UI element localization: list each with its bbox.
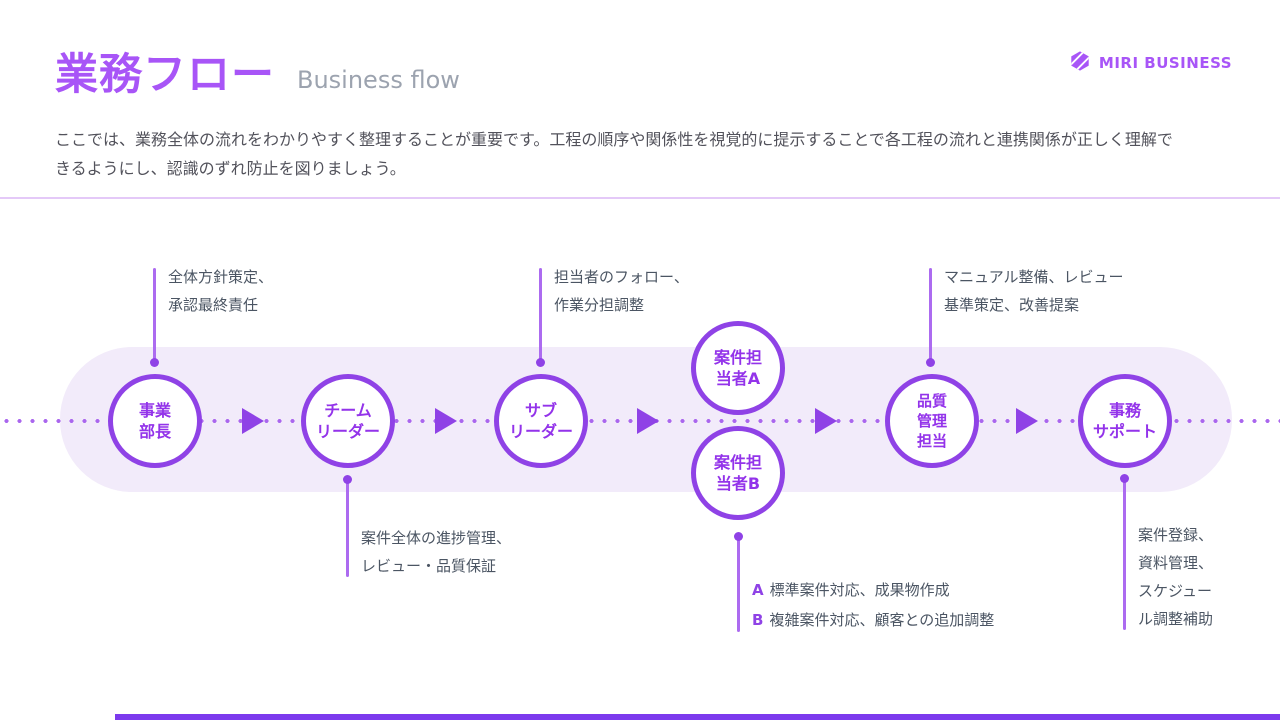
node-label: 当者A <box>715 369 761 388</box>
annotation-text: 案件登録、 資料管理、 スケジュー ル調整補助 <box>1138 526 1214 628</box>
flow-arrow-icon <box>637 408 659 434</box>
node-label: リーダー <box>315 422 380 441</box>
node-label: 品質 <box>916 392 947 410</box>
hexagon-stripes-icon <box>1069 50 1091 76</box>
node-label: チーム <box>324 401 372 420</box>
flow-node-business-director: 事業 部長 <box>108 374 202 468</box>
flow-node-sub-leader: サブ リーダー <box>494 374 588 468</box>
node-label: 事務 <box>1108 401 1141 420</box>
connector-line <box>1123 476 1126 630</box>
node-label: リーダー <box>508 422 573 441</box>
flow-arrow-icon <box>815 408 837 434</box>
flow-node-case-staff-a: 案件担 当者A <box>691 321 785 415</box>
flow-arrow-icon <box>1016 408 1038 434</box>
header-divider <box>0 197 1280 199</box>
connector-dot <box>343 475 352 484</box>
node-label: サポート <box>1092 422 1157 441</box>
slide-description: ここでは、業務全体の流れをわかりやすく整理することが重要です。工程の順序や関係性… <box>55 125 1232 183</box>
connector-dot <box>536 358 545 367</box>
node-label: 案件担 <box>713 348 762 367</box>
connector-line <box>929 268 932 365</box>
badge-a: A <box>752 581 764 599</box>
connector-dot <box>734 532 743 541</box>
node-label: 事業 <box>138 401 171 420</box>
node-label: 担当 <box>916 432 947 450</box>
description-line: きるようにし、認識のずれ防止を図りましょう。 <box>55 159 406 179</box>
flow-node-team-leader: チーム リーダー <box>301 374 395 468</box>
connector-line <box>153 268 156 365</box>
header: 業務フロー Business flow MIRI BUSINESS <box>55 50 1232 183</box>
flow-node-office-support: 事務 サポート <box>1078 374 1172 468</box>
node-label: 当者B <box>715 474 761 493</box>
node-label: 案件担 <box>713 453 762 472</box>
page-subtitle: Business flow <box>297 66 460 95</box>
node-label: サブ <box>524 401 557 420</box>
flow-arrow-icon <box>242 408 264 434</box>
flow-arrow-icon <box>435 408 457 434</box>
flow-node-quality-control: 品質 管理 担当 <box>885 374 979 468</box>
badge-b: B <box>752 611 764 629</box>
connector-dot <box>1120 474 1129 483</box>
annotation-text: 全体方針策定、 承認最終責任 <box>168 268 274 314</box>
annotation-text: マニュアル整備、レビュー 基準策定、改善提案 <box>944 268 1124 314</box>
connector-line <box>539 268 542 365</box>
footer-accent-bar <box>115 714 1280 720</box>
brand-logo: MIRI BUSINESS <box>1069 50 1232 76</box>
flow-node-case-staff-b: 案件担 当者B <box>691 426 785 520</box>
connector-dot <box>150 358 159 367</box>
annotation-text: 案件全体の進捗管理、 レビュー・品質保証 <box>361 529 512 575</box>
page-title: 業務フロー <box>55 50 275 100</box>
description-line: ここでは、業務全体の流れをわかりやすく整理することが重要です。工程の順序や関係性… <box>55 130 1173 150</box>
brand-logo-text: MIRI BUSINESS <box>1098 54 1232 72</box>
annotation-text: 担当者のフォロー、 作業分担調整 <box>554 268 689 314</box>
node-label: 部長 <box>138 422 171 441</box>
node-label: 管理 <box>916 412 947 430</box>
connector-line <box>346 477 349 577</box>
connector-line <box>737 534 740 632</box>
connector-dot <box>926 358 935 367</box>
